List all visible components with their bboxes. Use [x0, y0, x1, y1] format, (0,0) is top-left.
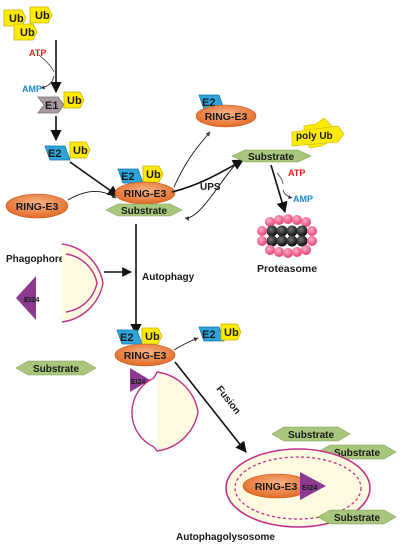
ei24-free: EI24 [16, 276, 40, 320]
ei24-label: EI24 [24, 295, 40, 304]
proteasome-core [266, 225, 308, 247]
e1-label: E1 [45, 100, 58, 112]
atp-curve [38, 54, 55, 73]
e2-ub-complex: E2 Ub [44, 141, 91, 161]
recycle-arrow [184, 163, 237, 221]
e2-label: E2 [120, 332, 133, 344]
e1-shape [37, 96, 65, 114]
ring-e3-free: RING-E3 [5, 193, 69, 219]
ub-label: Ub [146, 169, 161, 181]
ring-e3-label: RING-E3 [255, 481, 298, 493]
release-arrow [173, 131, 211, 188]
proteasome [257, 214, 317, 258]
phagophore [56, 243, 104, 323]
amp-curve [282, 189, 293, 199]
substrate-free: Substrate [15, 360, 97, 376]
ei24-label: EI24 [302, 483, 318, 492]
e3-to-complex-arrow [67, 191, 117, 201]
autophagolysosome-label: Autophagolysosome [176, 532, 275, 543]
ups-label: UPS [200, 182, 221, 193]
free-ubiquitin-cluster: Ub Ub Ub [3, 6, 53, 41]
proteasome-ring-bottom [265, 245, 311, 258]
amp-label: AMP [293, 194, 313, 204]
autophagolysosome: RING-E3 EI24 [225, 448, 371, 528]
proteasome-side-right [307, 226, 317, 246]
fusion-arrow [174, 361, 247, 453]
ub-label: Ub [35, 10, 50, 22]
atp-label: ATP [29, 48, 46, 58]
substrate-label: Substrate [288, 430, 335, 441]
ring-e3-label: RING-E3 [205, 111, 248, 123]
ub-tag: Ub [13, 23, 38, 41]
amp-curve [40, 75, 55, 90]
ub-label: Ub [67, 95, 82, 107]
phagophore-lower [131, 371, 199, 452]
substrate-label: Substrate [334, 513, 381, 524]
e2-to-complex-arrow [69, 161, 119, 197]
e2-e3-ei24-complex: E2 Ub RING-E3 EI24 [114, 327, 176, 392]
substrate-label: Substrate [248, 152, 295, 163]
e2-label: E2 [121, 171, 134, 183]
ub-label: Ub [145, 331, 160, 343]
amp-label: AMP [22, 84, 42, 94]
to-proteasome-arrow [270, 164, 288, 214]
substrate-label: Substrate [121, 206, 168, 217]
proteasome-label: Proteasome [257, 263, 317, 275]
atp-label: ATP [288, 168, 305, 178]
e2-e3-substrate-complex: E2 Ub RING-E3 Substrate [105, 165, 183, 217]
ups-arrow [171, 159, 244, 193]
ub-label: Ub [9, 13, 24, 25]
ring-e3-label: RING-E3 [124, 350, 167, 362]
autophagy-label: Autophagy [142, 272, 195, 283]
ub-tag: Ub [3, 9, 27, 27]
proteasome-ring-top [265, 214, 311, 227]
e2-e3-released: E2 RING-E3 [195, 94, 257, 128]
phagophore-label: Phagophore [6, 254, 65, 265]
ub-label: Ub [224, 327, 239, 339]
ring-e3-label: RING-E3 [16, 201, 59, 213]
substrate-label: Substrate [33, 364, 80, 375]
ei24-label: EI24 [131, 379, 146, 386]
poly-ub-label: poly Ub [296, 131, 333, 142]
ring-e3-label: RING-E3 [124, 188, 167, 200]
e1-ub-complex: E1 Ub [37, 91, 85, 114]
ub-label: Ub [73, 145, 88, 157]
substrate-label: Substrate [334, 448, 381, 459]
ub-label: Ub [20, 27, 35, 39]
e2-label: E2 [202, 329, 215, 341]
polyubiquitinated-substrate: Substrate poly Ub [231, 117, 345, 163]
proteasome-side-left [257, 226, 267, 246]
e2-label: E2 [48, 148, 61, 160]
fusion-label: Fusion [214, 384, 243, 417]
e2-release-arrow [173, 337, 199, 351]
atp-curve [276, 172, 284, 185]
substrate-floating: Substrate [271, 426, 351, 442]
ub-tag: Ub [29, 6, 53, 24]
substrate-floating: Substrate [317, 509, 397, 525]
e2-ub-released: E2 Ub [198, 323, 242, 342]
